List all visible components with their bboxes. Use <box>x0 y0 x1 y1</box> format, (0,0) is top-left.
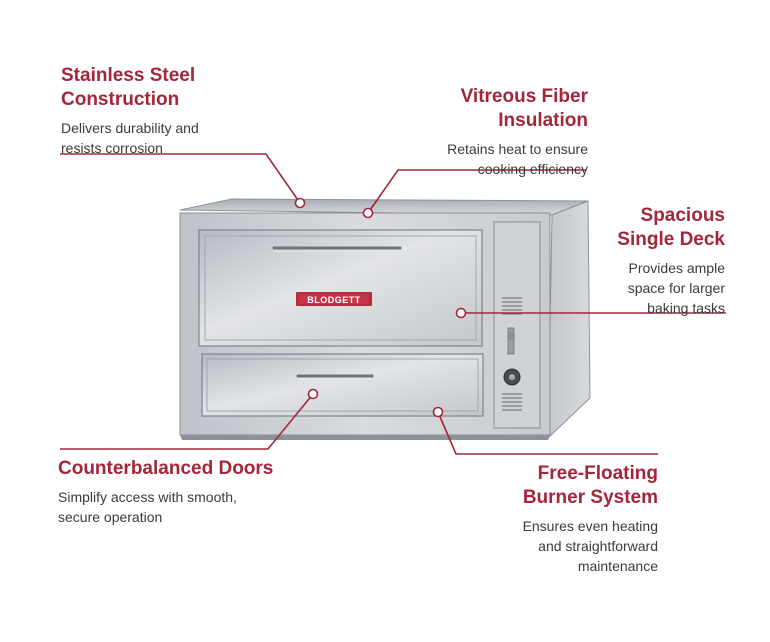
control-column <box>493 221 541 429</box>
desc-line: baking tasks <box>647 300 725 316</box>
desc-line: space for larger <box>627 280 725 296</box>
callout-stainless-steel: Stainless Steel Construction Delivers du… <box>61 64 199 158</box>
title-line: Spacious <box>640 205 725 226</box>
callout-description: Delivers durability and resists corrosio… <box>61 118 199 158</box>
callout-vitreous-fiber: Vitreous Fiber Insulation Retains heat t… <box>447 85 588 179</box>
leader-lines <box>60 153 726 455</box>
desc-line: resists corrosion <box>61 140 163 156</box>
desc-line: maintenance <box>577 558 658 574</box>
title-line: Stainless Steel <box>61 65 196 86</box>
desc-line: Retains heat to ensure <box>447 141 588 157</box>
desc-line: Simplify access with smooth, <box>58 489 237 505</box>
callout-description: Ensures even heating and straightforward… <box>523 516 658 576</box>
desc-line: and straightforward <box>538 538 658 554</box>
desc-line: secure operation <box>58 509 163 525</box>
marker-stainless <box>294 197 306 209</box>
title-line: Single Deck <box>617 229 725 250</box>
callout-burner-system: Free-Floating Burner System Ensures even… <box>523 462 658 576</box>
callout-title: Spacious Single Deck <box>617 204 725 252</box>
leader-vitreous <box>367 169 586 214</box>
callout-title: Vitreous Fiber Insulation <box>447 85 588 133</box>
callout-title: Counterbalanced Doors <box>58 458 274 479</box>
callout-title: Free-Floating Burner System <box>523 462 658 510</box>
callout-description: Provides ample space for larger baking t… <box>617 258 725 318</box>
desc-line: Delivers durability and <box>61 120 199 136</box>
leader-doors <box>60 393 314 450</box>
upper-vent <box>502 297 522 315</box>
marker-spacious <box>455 307 467 319</box>
leader-stainless <box>60 153 301 204</box>
title-line: Insulation <box>498 110 588 131</box>
burner-door <box>201 353 484 417</box>
desc-line: Ensures even heating <box>522 518 658 534</box>
callout-counterbalanced-doors: Counterbalanced Doors Simplify access wi… <box>58 457 273 527</box>
oven-base <box>180 435 550 440</box>
callout-description: Retains heat to ensure cooking efficienc… <box>447 139 588 179</box>
desc-line: cooking efficiency <box>477 161 588 177</box>
title-line: Burner System <box>522 487 658 508</box>
title-line: Vitreous Fiber <box>460 86 588 107</box>
leader-burner <box>437 411 658 455</box>
brand-plate-text: BLODGETT <box>307 295 361 305</box>
marker-doors <box>307 388 319 400</box>
callout-spacious-single-deck: Spacious Single Deck Provides ample spac… <box>617 204 725 318</box>
thermostat-dial-icon <box>503 368 521 386</box>
marker-burner <box>432 406 444 418</box>
desc-line: Provides ample <box>628 260 726 276</box>
callout-description: Simplify access with smooth, secure oper… <box>58 487 273 527</box>
callout-title: Stainless Steel Construction <box>61 64 199 112</box>
oven-side-panel <box>547 200 591 440</box>
lower-vent <box>502 393 522 411</box>
marker-vitreous <box>362 207 374 219</box>
gas-valve-icon <box>507 327 515 355</box>
title-line: Free-Floating <box>537 463 658 484</box>
title-line: Construction <box>61 89 180 110</box>
